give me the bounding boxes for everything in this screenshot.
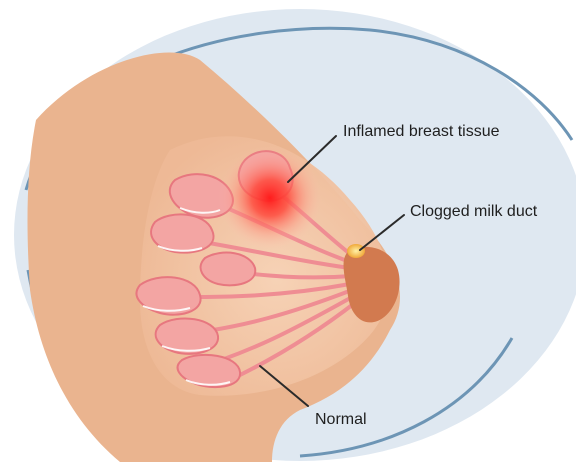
label-clogged-milk-duct: Clogged milk duct <box>410 204 537 220</box>
label-inflamed-breast-tissue: Inflamed breast tissue <box>343 124 500 140</box>
inflammation-glow <box>218 146 322 250</box>
label-normal: Normal <box>315 412 367 428</box>
clogged-duct <box>347 244 365 258</box>
